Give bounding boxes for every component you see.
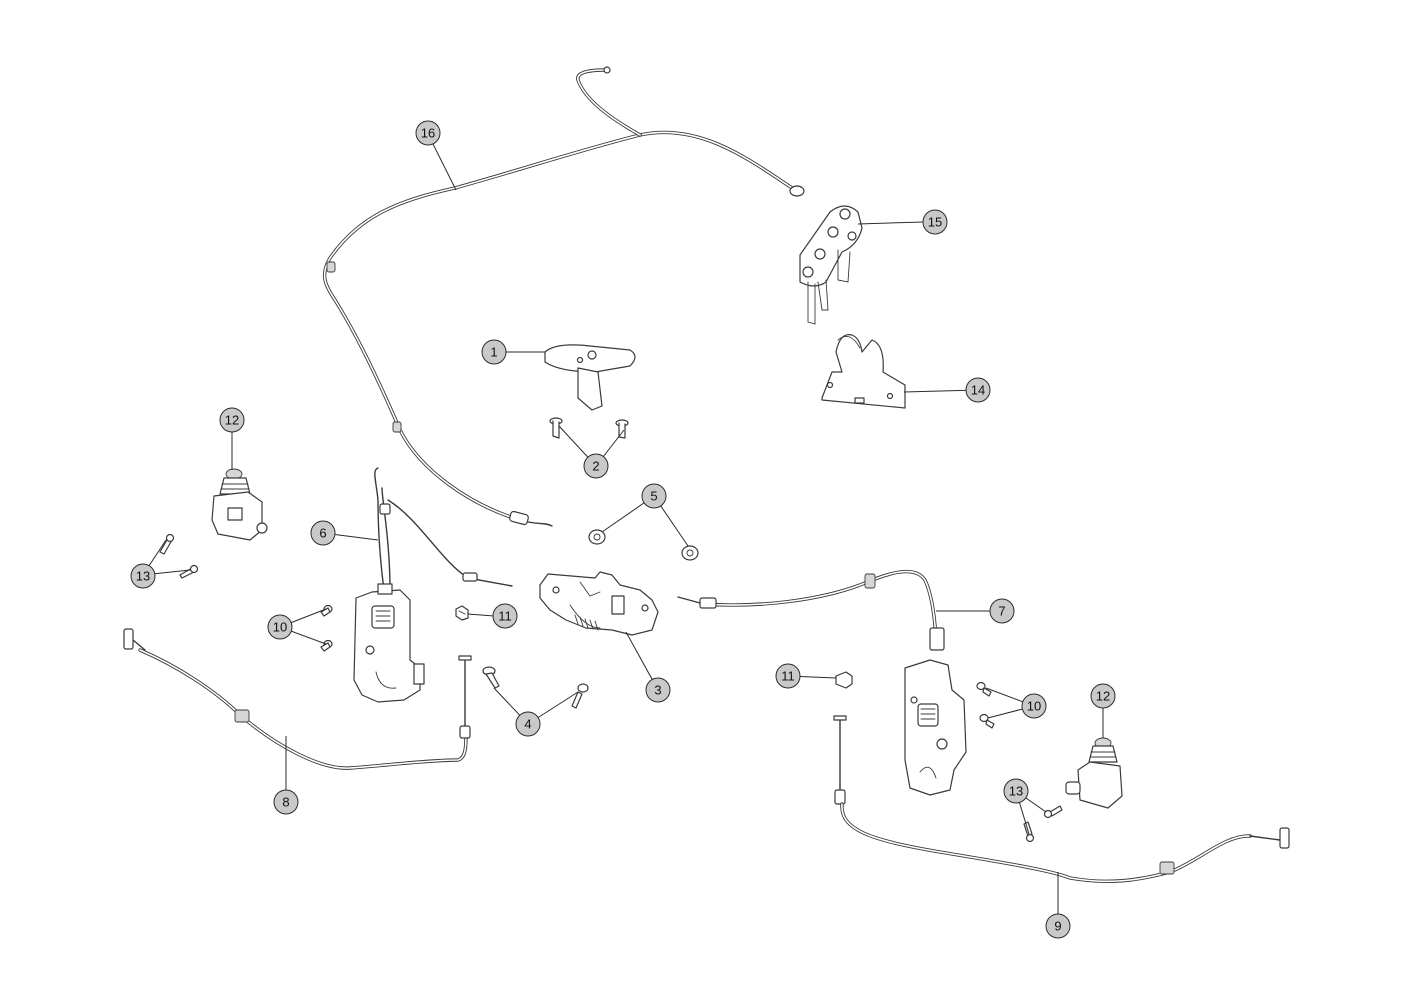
release-cable-8 [123, 628, 472, 770]
latch-plate-1 [544, 344, 636, 411]
bolts-4 [482, 666, 589, 709]
callout-8-label: 8 [282, 795, 289, 810]
callout-16-label: 16 [421, 126, 435, 141]
spacers-5 [588, 529, 699, 561]
callout-11-left-label: 11 [498, 609, 512, 624]
callout-13-right: 13 [1003, 778, 1029, 804]
callout-13-left-label: 13 [136, 569, 150, 584]
callout-14: 14 [965, 377, 991, 403]
callout-8: 8 [273, 789, 299, 815]
callout-10-right-label: 10 [1027, 699, 1041, 714]
callout-3: 3 [645, 677, 671, 703]
callout-13-left: 13 [130, 563, 156, 589]
callout-15-label: 15 [928, 215, 942, 230]
callout-7-label: 7 [998, 604, 1005, 619]
callout-11-right: 11 [775, 663, 801, 689]
callout-10-left: 10 [267, 614, 293, 640]
door-cable-7 [677, 569, 945, 651]
callout-12-right-label: 12 [1096, 689, 1110, 704]
callout-15: 15 [922, 209, 948, 235]
callout-9-label: 9 [1054, 919, 1061, 934]
callout-11-right-label: 11 [781, 669, 795, 684]
callout-1-label: 1 [490, 345, 497, 360]
screws-10-right [976, 681, 995, 729]
callout-6-label: 6 [319, 526, 326, 541]
callout-9: 9 [1045, 913, 1071, 939]
lock-module-right [904, 659, 967, 796]
callout-2: 2 [583, 453, 609, 479]
callout-7: 7 [989, 598, 1015, 624]
clip-11-right [835, 671, 853, 689]
callout-1: 1 [481, 339, 507, 365]
screws-2 [549, 417, 629, 439]
striker-bracket-14 [821, 334, 906, 409]
callout-2-label: 2 [592, 459, 599, 474]
screws-10-left [320, 604, 333, 652]
callout-4: 4 [515, 711, 541, 737]
bolts-13-right [1023, 805, 1063, 843]
release-cable-16 [322, 66, 805, 527]
callout-6: 6 [310, 520, 336, 546]
callout-5: 5 [641, 483, 667, 509]
callout-3-label: 3 [654, 683, 661, 698]
hood-latch-3 [539, 571, 659, 636]
callout-4-label: 4 [524, 717, 531, 732]
callout-5-label: 5 [650, 489, 657, 504]
actuator-12-left [211, 468, 268, 541]
callout-10-left-label: 10 [273, 620, 287, 635]
callout-11-left: 11 [492, 603, 518, 629]
callout-16: 16 [415, 120, 441, 146]
bracket-15 [799, 205, 863, 325]
callout-12-left: 12 [219, 407, 245, 433]
release-cable-9 [833, 715, 1290, 884]
callout-10-right: 10 [1021, 693, 1047, 719]
lock-module-6 [353, 467, 513, 703]
callout-14-label: 14 [971, 383, 985, 398]
clip-11-left [455, 605, 469, 621]
callout-12-right: 12 [1090, 683, 1116, 709]
callout-13-right-label: 13 [1009, 784, 1023, 799]
callout-12-left-label: 12 [225, 413, 239, 428]
actuator-12-right [1065, 737, 1123, 809]
